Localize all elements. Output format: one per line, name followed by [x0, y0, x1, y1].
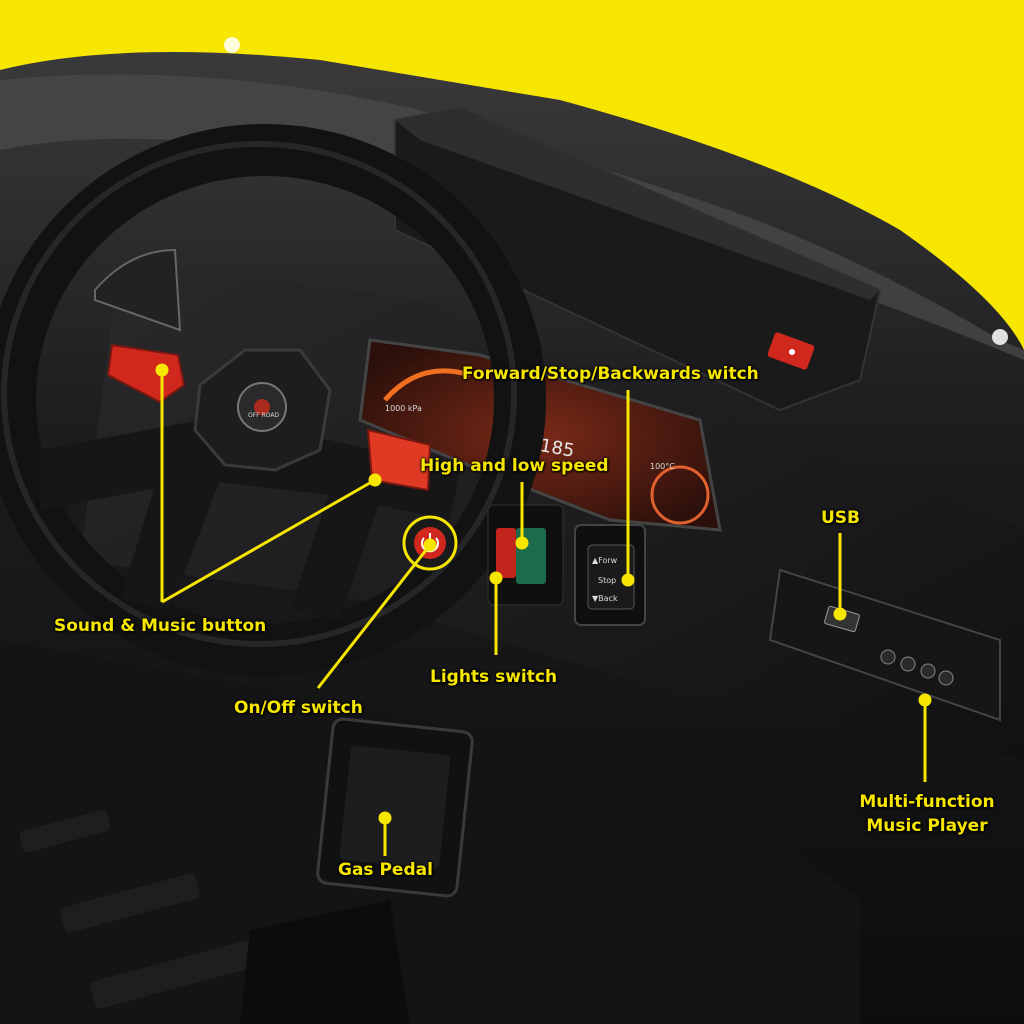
- switch-label-forward: ▲Forw: [592, 556, 618, 565]
- music-player-buttons: [880, 649, 954, 686]
- callout-lines: [155, 363, 932, 856]
- music-player-label-line1: Multi-function: [859, 792, 995, 812]
- pressure-readout: 1000 kPa: [385, 404, 422, 413]
- steering-wheel: [0, 124, 546, 676]
- sound-button-right: [366, 428, 432, 492]
- high-low-speed-label: High and low speed: [420, 456, 609, 476]
- gas-pedal-label: Gas Pedal: [338, 860, 433, 880]
- sound-button-left: [106, 343, 186, 404]
- wheel-badge: OFF ROAD: [248, 412, 280, 419]
- sound-music-label: Sound & Music button: [54, 616, 267, 636]
- onoff-switch-label: On/Off switch: [234, 698, 363, 718]
- seat-corner: [240, 900, 410, 1024]
- forward-stop-backward-label: Forward/Stop/Backwards witch: [462, 364, 759, 384]
- switch-label-stop: Stop: [598, 576, 617, 585]
- temperature-readout: 100°C: [650, 462, 675, 471]
- usb-label: USB: [821, 508, 861, 528]
- switch-label-back: ▼Back: [592, 594, 618, 603]
- light-rocker: [496, 528, 516, 578]
- floor-ribs: [19, 809, 260, 1009]
- left-gauge: [94, 248, 182, 332]
- music-player-label: Multi-function Music Player: [842, 790, 1012, 838]
- music-player-label-line2: Music Player: [866, 816, 988, 836]
- lights-switch-label: Lights switch: [430, 667, 558, 687]
